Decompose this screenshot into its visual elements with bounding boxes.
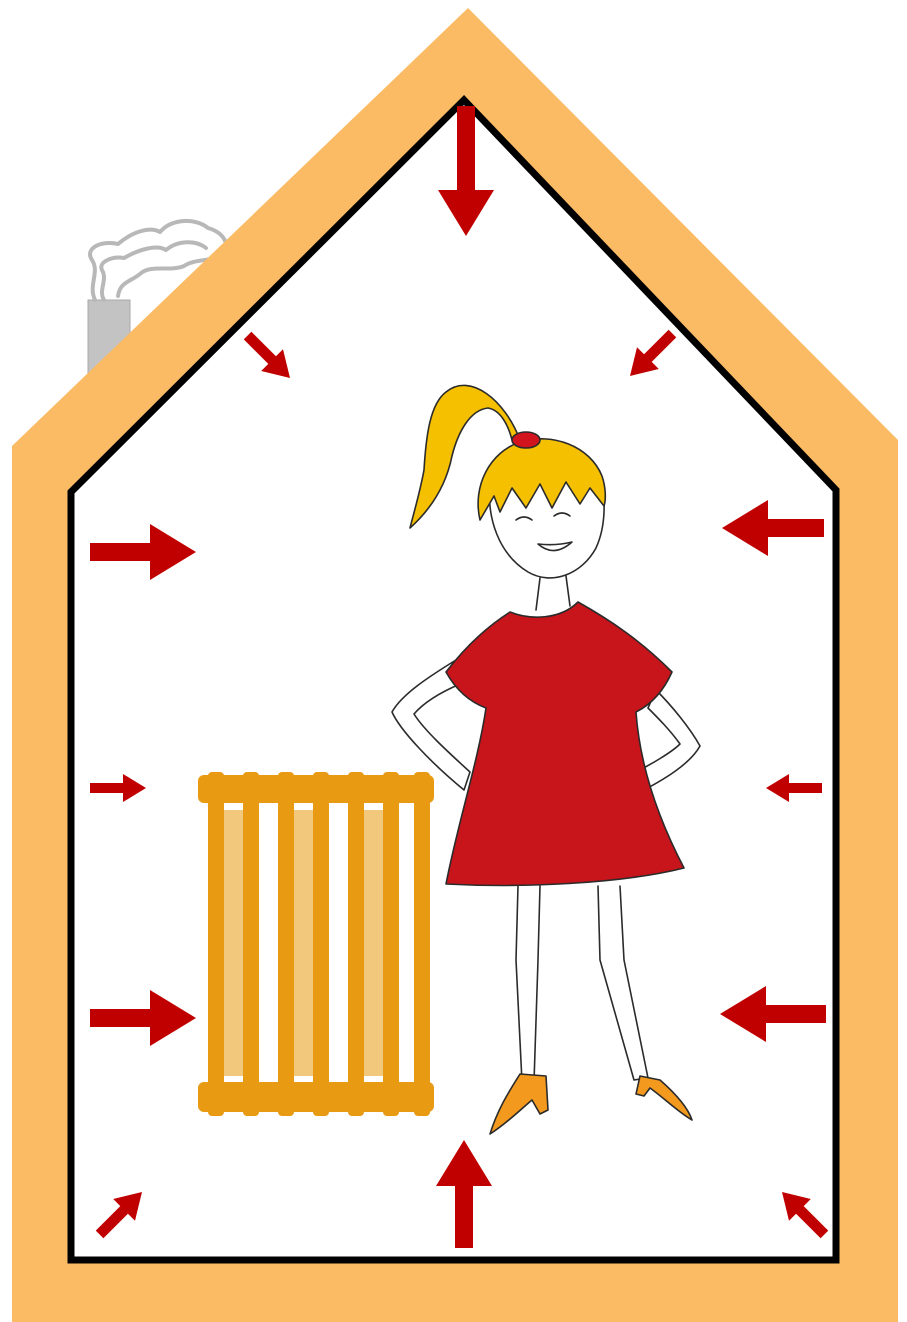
hair-tie: [512, 432, 540, 448]
radiator-fin: [243, 772, 259, 1116]
radiator-fin: [348, 772, 364, 1116]
radiator-fin: [313, 772, 329, 1116]
radiator-fin: [278, 772, 294, 1116]
radiator-fin: [208, 772, 224, 1116]
radiator-fin: [383, 772, 399, 1116]
radiator-fin: [414, 772, 430, 1116]
radiator-icon: [198, 772, 434, 1116]
